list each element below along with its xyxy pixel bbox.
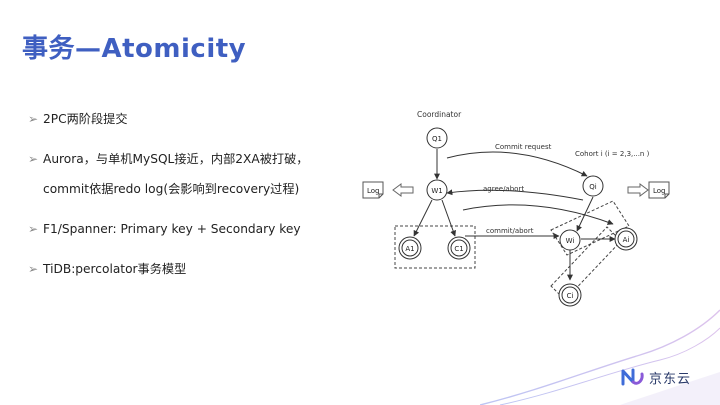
bullet-item: ➢ 2PC两阶段提交 xyxy=(28,104,348,134)
log-right-arrow-icon xyxy=(627,183,649,197)
node-q1 xyxy=(426,127,448,149)
bullet-arrow-icon: ➢ xyxy=(28,262,39,276)
coordinator-dashed-box xyxy=(394,225,476,269)
node-qi-label: Qi xyxy=(589,183,597,191)
bullet-item: ➢ F1/Spanner: Primary key + Secondary ke… xyxy=(28,214,348,244)
bullet-list: ➢ 2PC两阶段提交 ➢ Aurora，与单机MySQL接近，内部2XA被打破，… xyxy=(28,104,348,294)
bullet-text: 2PC两阶段提交 xyxy=(43,112,128,126)
qi-to-wi-arrow xyxy=(576,196,594,232)
slide-title: 事务—Atomicity xyxy=(22,34,247,64)
corner-decoration xyxy=(480,309,720,405)
log-right-label: Log xyxy=(653,187,666,195)
w1-to-ai-arrow xyxy=(462,204,614,225)
node-ai-label: Ai xyxy=(623,236,630,244)
commit-abort-label: commit/abort xyxy=(486,227,534,235)
node-a1 xyxy=(401,239,419,257)
bullet-item: ➢ Aurora，与单机MySQL接近，内部2XA被打破，commit依据red… xyxy=(28,144,348,204)
bullet-item: ➢ TiDB:percolator事务模型 xyxy=(28,254,348,284)
bullet-arrow-icon: ➢ xyxy=(28,222,39,236)
bullet-text: TiDB:percolator事务模型 xyxy=(43,262,187,276)
bullet-text: Aurora，与单机MySQL接近，内部2XA被打破，commit依据redo … xyxy=(43,152,309,196)
cohort-upper-dashed-box xyxy=(550,200,630,256)
bullet-arrow-icon: ➢ xyxy=(28,112,39,126)
node-ci-label: Ci xyxy=(567,292,574,300)
two-phase-commit-diagram: Coordinator Cohort i (i = 2,3,...n ) Com… xyxy=(362,110,670,307)
bullet-text: F1/Spanner: Primary key + Secondary key xyxy=(43,222,301,236)
commit-request-arrow xyxy=(446,151,588,177)
decorative-wave-line xyxy=(480,309,720,405)
log-left-document-icon xyxy=(362,181,384,199)
log-left-arrow-icon xyxy=(392,183,414,197)
node-c1-label: C1 xyxy=(454,245,463,253)
commit-request-label: Commit request xyxy=(495,143,552,151)
coordinator-label: Coordinator xyxy=(417,110,462,119)
node-w1-label: W1 xyxy=(431,187,442,195)
cohort-label: Cohort i (i = 2,3,...n ) xyxy=(575,150,650,158)
node-q1-label: Q1 xyxy=(432,135,442,143)
node-ai xyxy=(617,230,635,248)
brand-logo: 京东云 xyxy=(620,363,691,391)
node-ci xyxy=(561,286,579,304)
w1-to-c1-arrow xyxy=(441,199,456,237)
node-w1 xyxy=(426,179,448,201)
agree-abort-label: agree/abort xyxy=(483,185,524,193)
decorative-wave-line xyxy=(499,327,720,405)
jdcloud-logo-icon xyxy=(621,368,644,386)
w1-to-a1-arrow xyxy=(413,199,433,237)
node-qi xyxy=(582,175,604,197)
brand-logo-text: 京东云 xyxy=(649,371,692,387)
node-wi-label: Wi xyxy=(566,237,575,245)
agree-abort-arrow xyxy=(446,189,584,201)
log-left-label: Log xyxy=(367,187,380,195)
log-right-document-icon xyxy=(648,181,670,199)
node-a1-label: A1 xyxy=(405,245,414,253)
node-c1 xyxy=(450,239,468,257)
node-wi xyxy=(559,229,581,251)
decorative-shape xyxy=(620,372,720,405)
bullet-arrow-icon: ➢ xyxy=(28,152,39,166)
